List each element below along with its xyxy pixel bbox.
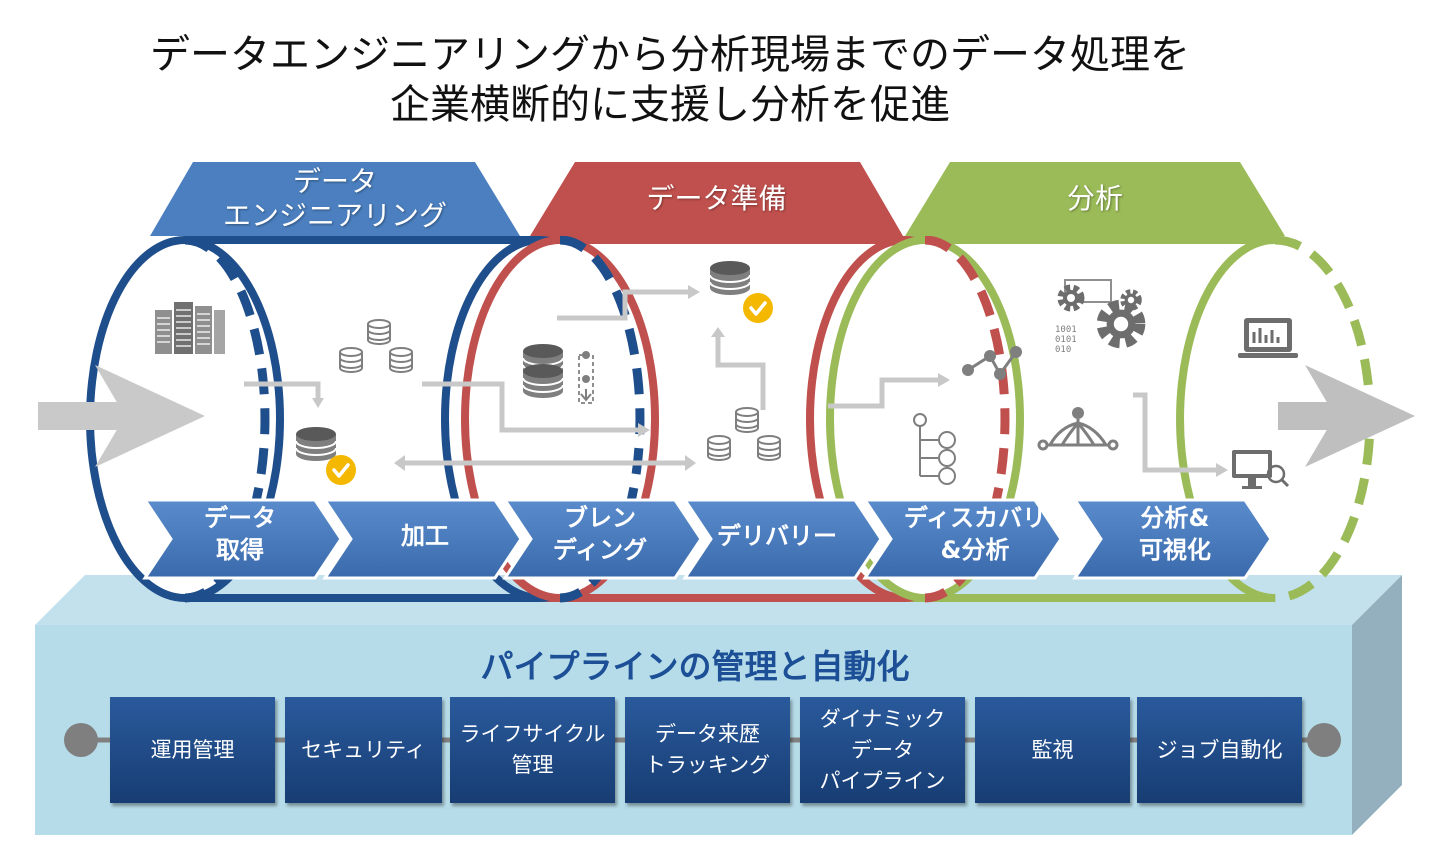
- pipeline-title: パイプラインの管理と自動化: [480, 647, 910, 686]
- mgmt-box-dynamic-pipeline: ダイナミック データ パイプライン: [800, 697, 965, 803]
- gears-binary-icon: 1001 0101 010: [1055, 279, 1139, 355]
- hierarchy-list-icon: [913, 413, 956, 485]
- pipeline-end-node: [1307, 723, 1341, 757]
- title-line-1: データエンジニアリングから分析現場までのデータ処理を: [150, 32, 1190, 78]
- arrow-in-icon: [38, 365, 205, 467]
- mgmt-label-security: セキュリティ: [301, 737, 426, 762]
- stage-header-data-prep: [530, 162, 903, 236]
- step-chevron-5: [862, 498, 1063, 580]
- svg-text:1001: 1001: [1055, 325, 1077, 335]
- database-cluster-icon: [339, 319, 413, 373]
- step-chevron-4: [682, 498, 883, 580]
- svg-text:010: 010: [1055, 345, 1071, 355]
- step-chevron-1: [142, 498, 343, 580]
- database-icon: [709, 260, 775, 325]
- mgmt-label-job-automation: ジョブ自動化: [1156, 737, 1283, 762]
- database-check-icon: [295, 426, 358, 487]
- step-label-discovery: ディスカバリ &分析: [903, 504, 1047, 564]
- page-title: データエンジニアリングから分析現場までのデータ処理を 企業横断的に支援し分析を促…: [0, 30, 1340, 130]
- process-steps: [142, 498, 1273, 580]
- step-chevron-2: [322, 498, 523, 580]
- step-label-visualization: 分析& 可視化: [1139, 504, 1211, 564]
- pipeline-start-node: [64, 723, 98, 757]
- step-label-acquire: データ 取得: [204, 504, 276, 564]
- arrow-out-icon: [1278, 365, 1415, 467]
- stage-label-data-engineering: データ エンジニアリング: [222, 165, 447, 232]
- mgmt-box-operations: 運用管理: [110, 697, 275, 803]
- step-label-process: 加工: [401, 522, 449, 550]
- title-line-2: 企業横断的に支援し分析を促進: [390, 82, 950, 128]
- database-cluster-icon-2: [707, 407, 781, 461]
- data-blend-icon: [522, 343, 594, 404]
- stage-header-analysis: [905, 162, 1285, 236]
- server-rack-icon: [155, 302, 225, 354]
- mgmt-box-monitoring: 監視: [975, 697, 1130, 803]
- mgmt-box-job-automation: ジョブ自動化: [1137, 697, 1302, 803]
- stage-label-analysis: 分析: [1066, 182, 1123, 215]
- stage-label-data-prep: データ準備: [646, 182, 787, 215]
- mgmt-box-lifecycle: ライフサイクル 管理: [450, 697, 615, 803]
- stage-header-data-engineering: [150, 162, 520, 236]
- network-nodes-icon: [962, 346, 1022, 380]
- mgmt-label-lifecycle: ライフサイクル 管理: [459, 722, 606, 777]
- mgmt-box-lineage: データ来歴 トラッキング: [625, 697, 790, 803]
- step-chevron-3: [502, 498, 703, 580]
- step-label-blending: ブレン ディング: [552, 504, 648, 564]
- mgmt-label-monitoring: 監視: [1031, 737, 1074, 762]
- mgmt-box-security: セキュリティ: [285, 697, 442, 803]
- laptop-chart-icon: [1238, 318, 1298, 358]
- step-chevron-6: [1072, 498, 1273, 580]
- flow-connectors: [244, 289, 1218, 473]
- step-label-delivery: デリバリー: [717, 522, 837, 550]
- mgmt-label-lineage: データ来歴 トラッキング: [644, 722, 771, 777]
- distribution-tree-icon: [1037, 407, 1119, 451]
- monitor-search-icon: [1232, 450, 1290, 489]
- svg-text:0101: 0101: [1055, 335, 1077, 345]
- mgmt-label-dynamic-pipeline: ダイナミック データ パイプライン: [819, 706, 946, 793]
- mgmt-label-operations: 運用管理: [150, 737, 235, 762]
